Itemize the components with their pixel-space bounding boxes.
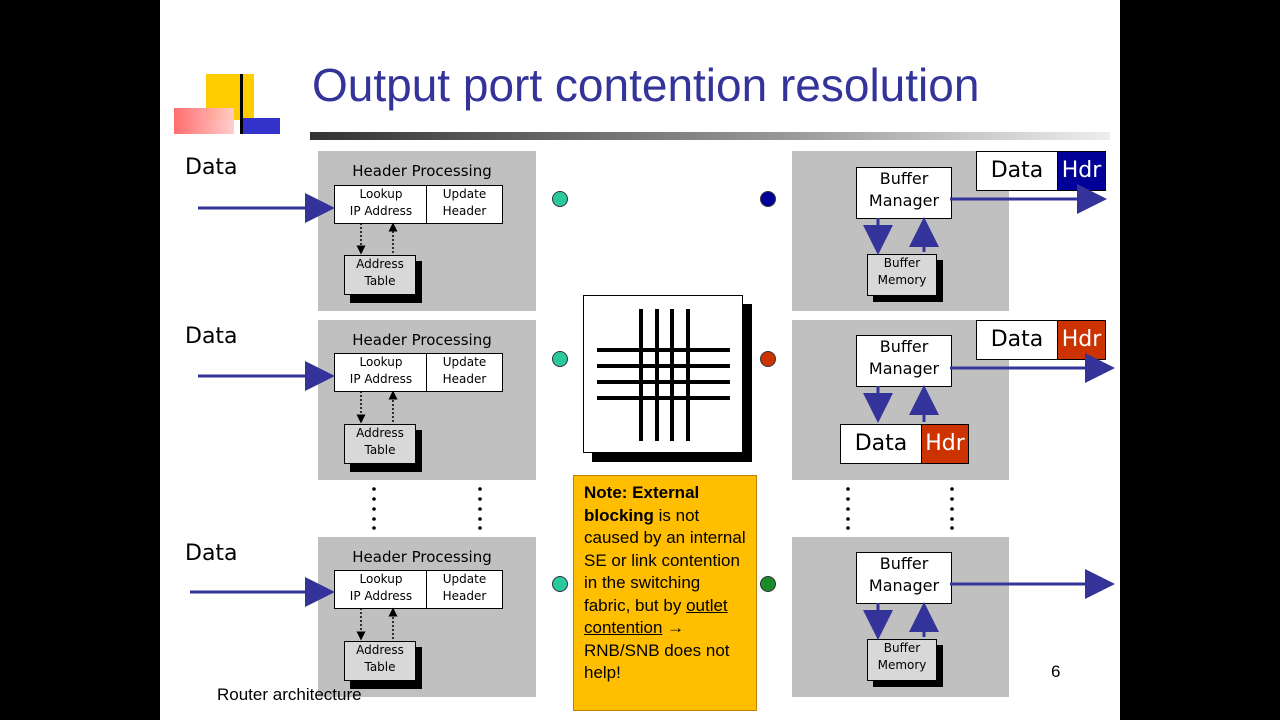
address-line2: Table <box>364 274 396 288</box>
note-text-1: is not caused by an internal SE or link … <box>584 505 746 615</box>
header-processing-title: Header Processing <box>352 548 492 566</box>
update-line2: Header <box>442 589 487 603</box>
input-port-dot <box>552 576 568 592</box>
slide: Output port contention resolution Data H… <box>160 0 1120 720</box>
switch-fabric <box>583 295 743 453</box>
update-line2: Header <box>442 372 487 386</box>
lookup-ip-cell: Lookup IP Address <box>334 185 428 224</box>
input-data-label: Data <box>185 541 238 566</box>
update-header-cell: Update Header <box>426 353 503 392</box>
page-number: 6 <box>1051 662 1061 681</box>
diagram-connectors <box>190 184 1115 641</box>
address-line1: Address <box>356 257 404 271</box>
update-line1: Update <box>442 187 487 201</box>
queued-packet-hdr: Hdr <box>921 424 969 464</box>
input-port-dot <box>552 351 568 367</box>
queued-packet-data: Data <box>840 424 922 464</box>
address-line2: Table <box>364 443 396 457</box>
lookup-line1: Lookup <box>359 187 403 201</box>
output-packet-data: Data <box>976 320 1058 360</box>
note-bold-2: blocking <box>584 505 654 525</box>
input-port-dot <box>552 191 568 207</box>
note-bold-1: Note: External <box>584 483 700 502</box>
note-outlet-contention: outlet contention <box>584 595 728 638</box>
title-decoration-blue <box>240 118 280 134</box>
lookup-ip-cell: Lookup IP Address <box>334 353 428 392</box>
ellipsis-dots <box>372 487 954 530</box>
lookup-line1: Lookup <box>359 355 403 369</box>
footer-text: Router architecture <box>217 685 362 704</box>
output-packet-hdr: Hdr <box>1057 320 1106 360</box>
lookup-line1: Lookup <box>359 572 403 586</box>
address-table: Address Table <box>344 255 416 295</box>
update-line2: Header <box>442 204 487 218</box>
title-decoration-red <box>174 108 234 134</box>
output-port-dot <box>760 351 776 367</box>
address-table: Address Table <box>344 424 416 464</box>
bm-line1: Buffer <box>879 554 929 573</box>
update-line1: Update <box>442 572 487 586</box>
update-header-cell: Update Header <box>426 570 503 609</box>
bm-line2: Manager <box>868 576 940 595</box>
update-line1: Update <box>442 355 487 369</box>
input-data-label: Data <box>185 155 238 180</box>
buffer-manager: Buffer Manager <box>856 335 952 387</box>
bm-line1: Buffer <box>879 169 929 188</box>
slide-title: Output port contention resolution <box>312 59 980 111</box>
title-rule <box>310 132 1110 140</box>
address-line1: Address <box>356 426 404 440</box>
bm-line2: Manager <box>868 359 940 378</box>
bmem-line2: Memory <box>877 273 927 287</box>
output-port-dot <box>760 576 776 592</box>
lookup-line2: IP Address <box>349 372 413 386</box>
lookup-ip-cell: Lookup IP Address <box>334 570 428 609</box>
bmem-line2: Memory <box>877 658 927 672</box>
header-processing-title: Header Processing <box>352 162 492 180</box>
title-decoration-line <box>240 74 243 134</box>
output-port-dot <box>760 191 776 207</box>
output-packet-data: Data <box>976 151 1058 191</box>
address-line1: Address <box>356 643 404 657</box>
note-text-2: → RNB/SNB does not help! <box>584 618 730 682</box>
buffer-memory: Buffer Memory <box>867 639 937 681</box>
bmem-line1: Buffer <box>883 256 921 270</box>
lookup-line2: IP Address <box>349 589 413 603</box>
address-line2: Table <box>364 660 396 674</box>
lookup-line2: IP Address <box>349 204 413 218</box>
input-data-label: Data <box>185 324 238 349</box>
buffer-manager: Buffer Manager <box>856 552 952 604</box>
bmem-line1: Buffer <box>883 641 921 655</box>
crossbar-grid <box>597 309 730 441</box>
buffer-manager: Buffer Manager <box>856 167 952 219</box>
address-table: Address Table <box>344 641 416 681</box>
bm-line1: Buffer <box>879 337 929 356</box>
header-processing-title: Header Processing <box>352 331 492 349</box>
bm-line2: Manager <box>868 191 940 210</box>
buffer-memory: Buffer Memory <box>867 254 937 296</box>
external-blocking-note: Note: External blocking is not caused by… <box>573 475 757 711</box>
update-header-cell: Update Header <box>426 185 503 224</box>
